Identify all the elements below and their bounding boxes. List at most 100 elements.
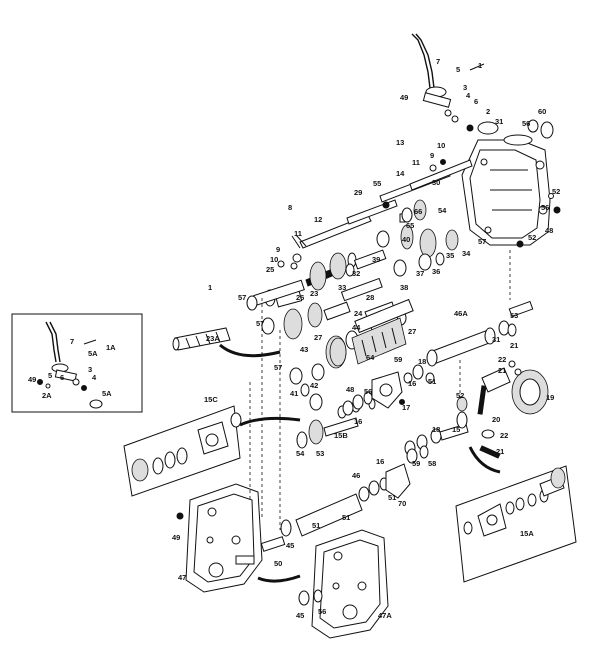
- label-22b: 22: [500, 431, 508, 440]
- label-7: 7: [436, 57, 440, 66]
- inset-1a: [11, 313, 143, 413]
- label-35: 35: [446, 251, 454, 260]
- label-22: 22: [498, 355, 506, 364]
- label-57c: 57: [256, 319, 264, 328]
- label-12: 12: [314, 215, 322, 224]
- label-36: 36: [432, 267, 440, 276]
- label-46a: 46A: [454, 309, 468, 318]
- label-54: 54: [438, 206, 447, 215]
- leader-15a: [468, 446, 501, 474]
- label-47a: 47A: [378, 611, 392, 620]
- label-44: 44: [352, 323, 361, 332]
- label-17: 17: [402, 403, 410, 412]
- label-56d: 56: [318, 607, 326, 616]
- assembly-15c: [123, 405, 242, 497]
- inset-label-7: 7: [70, 337, 74, 346]
- label-45b: 45: [296, 611, 304, 620]
- inset-label-5a: 5A: [88, 349, 98, 358]
- label-15c: 15C: [204, 395, 218, 404]
- label-16: 16: [408, 379, 416, 388]
- label-48: 48: [545, 226, 553, 235]
- main-housing: [461, 134, 551, 246]
- label-27b: 27: [314, 333, 322, 342]
- label-6: 6: [474, 97, 478, 106]
- label-11: 11: [412, 158, 420, 167]
- middle-gear-set: [289, 317, 407, 411]
- label-52c: 52: [456, 391, 464, 400]
- label-15a: 15A: [520, 529, 534, 538]
- label-1b: 1: [208, 283, 212, 292]
- label-33: 33: [338, 283, 346, 292]
- leader-23a: [219, 343, 281, 358]
- label-25: 25: [266, 265, 274, 274]
- label-51d: 51: [312, 521, 320, 530]
- gear-case-47a: [298, 529, 389, 639]
- label-65: 65: [406, 221, 414, 230]
- inset-label-2a: 2A: [42, 391, 52, 400]
- label-53b: 53: [316, 449, 324, 458]
- callout-labels: 1 7 5 49 3 4 6 2 31 60 56 13 10 9 11 55 …: [28, 57, 560, 620]
- label-66: 66: [414, 207, 422, 216]
- label-55: 55: [373, 179, 381, 188]
- label-29: 29: [354, 188, 362, 197]
- label-38: 38: [400, 283, 408, 292]
- shift-lever-assembly: [411, 33, 499, 135]
- countershaft-46a: [403, 300, 534, 384]
- gear-case-47: [176, 483, 263, 593]
- inset-label-49: 49: [28, 375, 36, 384]
- label-64: 64: [366, 353, 375, 362]
- label-4: 4: [466, 91, 471, 100]
- label-18: 18: [418, 357, 426, 366]
- label-13: 13: [396, 138, 404, 147]
- label-10: 10: [437, 141, 445, 150]
- leader-47a: [257, 574, 301, 583]
- assembly-15b: [296, 391, 373, 449]
- label-1: 1: [478, 61, 482, 70]
- label-21: 21: [510, 341, 518, 350]
- label-28: 28: [366, 293, 374, 302]
- label-24: 24: [354, 309, 363, 318]
- label-51b: 51: [388, 493, 396, 502]
- input-shaft: [172, 327, 231, 351]
- label-45: 45: [286, 541, 294, 550]
- label-57: 57: [478, 237, 486, 246]
- guide-lines: [249, 250, 511, 530]
- label-56b: 56: [541, 203, 549, 212]
- shift-rails: [277, 159, 473, 270]
- label-37: 37: [416, 269, 424, 278]
- label-31b: 31: [492, 335, 500, 344]
- label-47: 47: [178, 573, 186, 582]
- label-18b: 18: [432, 425, 440, 434]
- label-31: 31: [495, 117, 503, 126]
- label-57b: 57: [238, 293, 246, 302]
- label-16b: 16: [354, 417, 362, 426]
- label-56c: 56: [364, 387, 372, 396]
- label-30: 30: [432, 178, 440, 187]
- countershaft-gears: [264, 199, 459, 308]
- label-32: 32: [352, 269, 360, 278]
- label-60: 60: [538, 107, 546, 116]
- label-10b: 10: [270, 255, 278, 264]
- label-58: 58: [428, 459, 436, 468]
- label-19: 19: [546, 393, 554, 402]
- assembly-15a: [455, 465, 577, 583]
- inset-label-4: 4: [92, 373, 97, 382]
- label-23: 23: [310, 289, 318, 298]
- label-51: 51: [428, 377, 436, 386]
- label-27: 27: [408, 327, 416, 336]
- label-59b: 59: [412, 459, 420, 468]
- label-52: 52: [552, 187, 560, 196]
- label-34: 34: [462, 249, 471, 258]
- label-70: 70: [398, 499, 406, 508]
- inset-label-3: 3: [88, 365, 92, 374]
- label-15b: 15B: [334, 431, 348, 440]
- label-40: 40: [402, 235, 410, 244]
- label-41: 41: [290, 389, 298, 398]
- shaft-46: [260, 445, 429, 552]
- housing-small-parts: [516, 119, 561, 248]
- inset-label-6: 6: [60, 373, 64, 382]
- label-59: 59: [394, 355, 402, 364]
- label-50: 50: [274, 559, 282, 568]
- inset-label-5: 5: [48, 371, 52, 380]
